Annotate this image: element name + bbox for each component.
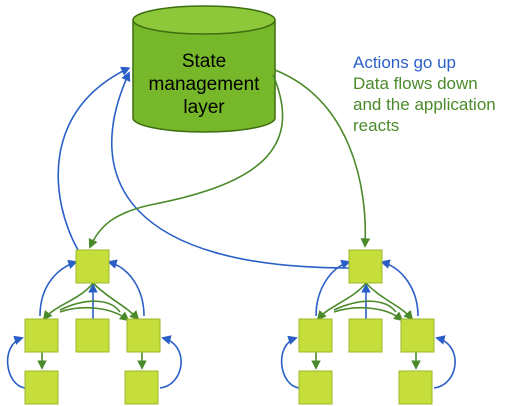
store-label-line: layer [183,97,225,118]
left-component-tree [6,249,182,405]
left-tree-child-node [126,318,161,353]
left-tree-child-node [24,318,59,353]
store-connections [57,66,371,269]
state-store-label: State management layer [134,50,274,119]
store-label-line: management [148,74,260,95]
left-tree-leaf-node [24,370,59,405]
right-component-tree [280,249,456,405]
arrow-store-to-right-root [274,69,371,248]
left-tree-leaf-node [124,370,159,405]
right-tree-root-node [348,249,383,284]
arrow-left-root-to-store [57,66,131,251]
flow-caption: Actions go up Data flows down and the ap… [353,52,523,136]
right-tree-child-node [400,318,435,353]
caption-data-line: and the application [353,95,496,114]
right-tree-leaf-node [298,370,333,405]
caption-data-line: reacts [353,116,400,135]
right-tree-child-node [348,318,383,353]
right-tree-leaf-node [398,370,433,405]
left-tree-child-node [75,318,110,353]
caption-actions: Actions go up [353,53,457,72]
arrow-right-root-to-store [110,71,350,269]
store-label-line: State [181,51,227,72]
right-tree-child-node [298,318,333,353]
state-store-cylinder [132,5,276,133]
caption-data-line: Data flows down [353,74,478,93]
arrow-store-to-left-root [88,74,284,249]
left-tree-root-node [75,249,110,284]
